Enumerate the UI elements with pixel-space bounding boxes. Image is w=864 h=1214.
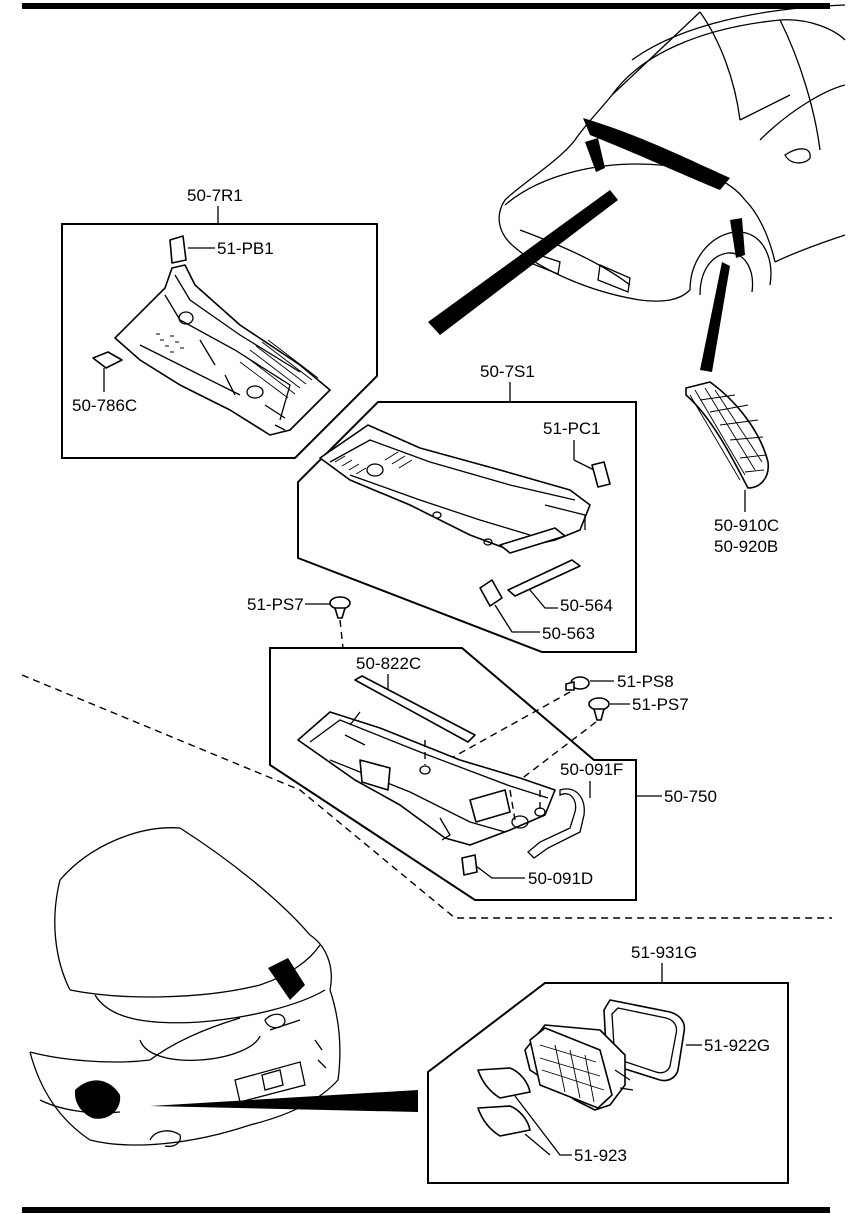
pointer-wedge-cowl (428, 190, 618, 335)
seal-822c-icon (354, 675, 476, 743)
cowl-grille-s-part (319, 424, 591, 554)
label-fastener-pb1: 51-PB1 (217, 239, 274, 258)
cowl-grille-r-group: 50-7R1 51-PB1 50-786C (61, 186, 378, 459)
cowl-panel-part (297, 711, 556, 846)
label-clip-786c: 50-786C (72, 396, 137, 415)
pointer-wedge-vent (150, 1090, 418, 1112)
label-screw-ps7-right: 51-PS7 (632, 695, 689, 714)
label-cowl-grille-s: 50-7S1 (480, 362, 535, 381)
screw-ps7-right-icon (588, 697, 610, 721)
screw-ps7-left-icon (329, 596, 351, 619)
fastener-pc1-icon (591, 461, 611, 488)
fastener-pb1-icon (169, 235, 187, 264)
rear-car-illustration (21, 674, 832, 1148)
label-vent-assy-931g: 51-931G (631, 943, 697, 962)
fender-grille-icon (685, 381, 770, 489)
bottom-border-bar (22, 1207, 830, 1213)
cowl-grille-r-part (114, 264, 331, 436)
label-cowl-panel-750: 50-750 (664, 787, 717, 806)
front-car-illustration (428, 4, 846, 372)
seal-563-icon (479, 579, 503, 607)
label-seal-563: 50-563 (542, 624, 595, 643)
vent-body-icon (524, 1024, 634, 1111)
seal-564-icon (507, 559, 581, 597)
label-hose-091f: 50-091F (560, 760, 623, 779)
cowl-grille-s-group: 50-7S1 51-PC1 50-564 50-563 (297, 362, 637, 653)
top-border-bar (22, 3, 830, 9)
label-seal-564: 50-564 (560, 596, 613, 615)
label-seal-822c: 50-822C (356, 654, 421, 673)
label-screw-ps7-left: 51-PS7 (247, 595, 304, 614)
flap-923-upper-icon (477, 1067, 531, 1099)
label-cowl-grille-r: 50-7R1 (187, 186, 243, 205)
box-cowl-grille-s (297, 401, 637, 653)
screw-ps8-icon (565, 676, 590, 691)
label-screw-ps8: 51-PS8 (617, 672, 674, 691)
cap-091d-icon (461, 854, 478, 876)
fender-grille-group: 50-910C 50-920B (685, 381, 779, 556)
label-gasket-922g: 51-922G (704, 1036, 770, 1055)
pointer-wedge-fender (700, 262, 730, 372)
label-fender-grille-910c: 50-910C (714, 516, 779, 535)
label-flap-923: 51-923 (574, 1146, 627, 1165)
cowl-panel-group: 51-PS7 50-822C 51-PS8 51-PS7 (247, 595, 717, 901)
box-cowl-panel (269, 647, 637, 901)
flap-923-lower-icon (477, 1105, 531, 1137)
label-fastener-pc1: 51-PC1 (543, 419, 601, 438)
vent-assembly-group: 51-931G 51-922G 51-923 (427, 943, 789, 1184)
label-fender-grille-920b: 50-920B (714, 537, 778, 556)
hose-091f-icon (527, 788, 585, 859)
box-cowl-grille-r (61, 223, 378, 459)
box-vent-assembly (427, 982, 789, 1184)
label-cap-091d: 50-091D (528, 869, 593, 888)
clip-786c-icon (92, 351, 123, 369)
